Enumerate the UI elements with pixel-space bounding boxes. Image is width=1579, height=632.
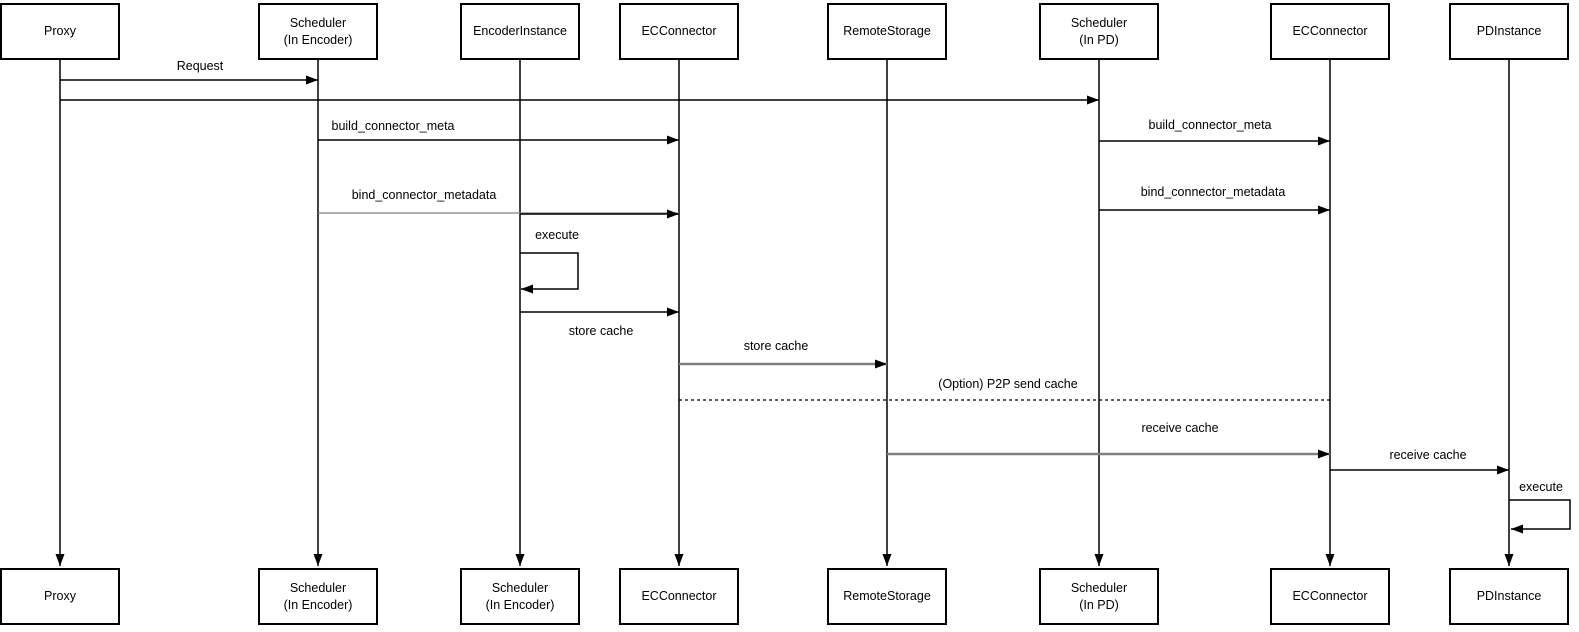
actor-top-encoder-instance: EncoderInstance xyxy=(460,3,580,60)
actor-bottom-scheduler-encoder: Scheduler (In Encoder) xyxy=(258,568,378,625)
message-label-p2p-send-cache: (Option) P2P send cache xyxy=(936,377,1080,391)
actor-bottom-scheduler-pd: Scheduler (In PD) xyxy=(1039,568,1159,625)
actor-top-scheduler-encoder: Scheduler (In Encoder) xyxy=(258,3,378,60)
message-label-execute-encoder: execute xyxy=(533,228,581,242)
actor-bottom-ecconnector-left: ECConnector xyxy=(619,568,739,625)
message-label-bind-connector-metadata-left: bind_connector_metadata xyxy=(349,188,499,202)
message-label-request: Request xyxy=(174,59,226,73)
message-label-build-connector-meta-left: build_connector_meta xyxy=(329,119,457,133)
actor-top-pdinstance: PDInstance xyxy=(1449,3,1569,60)
actor-top-proxy: Proxy xyxy=(0,3,120,60)
actor-top-scheduler-pd: Scheduler (In PD) xyxy=(1039,3,1159,60)
actor-top-ecconnector-right: ECConnector xyxy=(1270,3,1390,60)
actor-bottom-proxy: Proxy xyxy=(0,568,120,625)
self-loop-execute-pd xyxy=(1509,499,1571,534)
message-label-store-cache-2: store cache xyxy=(741,339,811,353)
actor-bottom-remotestorage: RemoteStorage xyxy=(827,568,947,625)
actor-bottom-scheduler-encoder-2: Scheduler (In Encoder) xyxy=(460,568,580,625)
actor-bottom-pdinstance: PDInstance xyxy=(1449,568,1569,625)
self-loop-execute-encoder xyxy=(520,252,579,294)
message-label-store-cache-1: store cache xyxy=(566,324,636,338)
message-label-build-connector-meta-right: build_connector_meta xyxy=(1146,118,1274,132)
actor-top-remotestorage: RemoteStorage xyxy=(827,3,947,60)
message-label-receive-cache-1: receive cache xyxy=(1139,421,1221,435)
message-label-receive-cache-2: receive cache xyxy=(1387,448,1469,462)
actor-bottom-ecconnector-right: ECConnector xyxy=(1270,568,1390,625)
message-label-execute-pd: execute xyxy=(1517,480,1565,494)
actor-top-ecconnector-left: ECConnector xyxy=(619,3,739,60)
message-label-bind-connector-metadata-right: bind_connector_metadata xyxy=(1138,185,1288,199)
